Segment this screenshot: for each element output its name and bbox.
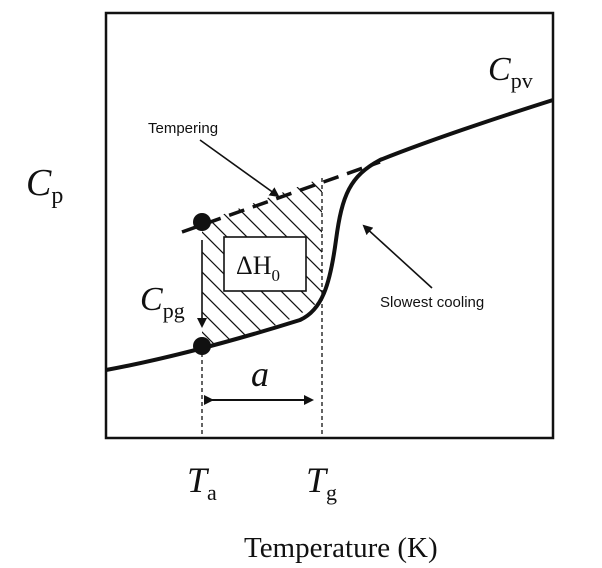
ta-label: Ta	[187, 460, 217, 505]
tempering-dashed-line	[181, 160, 381, 234]
interval-label: a	[251, 354, 269, 394]
slowest-cooling-label: Slowest cooling	[380, 294, 484, 311]
tempering-label: Tempering	[148, 120, 218, 137]
x-axis-label: Temperature (K)	[244, 532, 438, 564]
lower-state-dot	[193, 337, 211, 355]
tempering-pointer-arrow	[199, 139, 280, 198]
cpv-label: Cpv	[488, 51, 533, 93]
enthalpy-label-box	[223, 236, 307, 292]
cpg-label: Cpg	[140, 281, 185, 323]
cp-glass-curve	[105, 98, 554, 372]
tg-label: Tg	[306, 460, 337, 505]
upper-state-dot	[193, 213, 211, 231]
enthalpy-label: ΔH0	[236, 251, 280, 285]
plot-frame	[104, 11, 555, 440]
y-axis-label: Cp	[26, 162, 63, 209]
slowest-cooling-pointer-arrow	[362, 224, 433, 289]
